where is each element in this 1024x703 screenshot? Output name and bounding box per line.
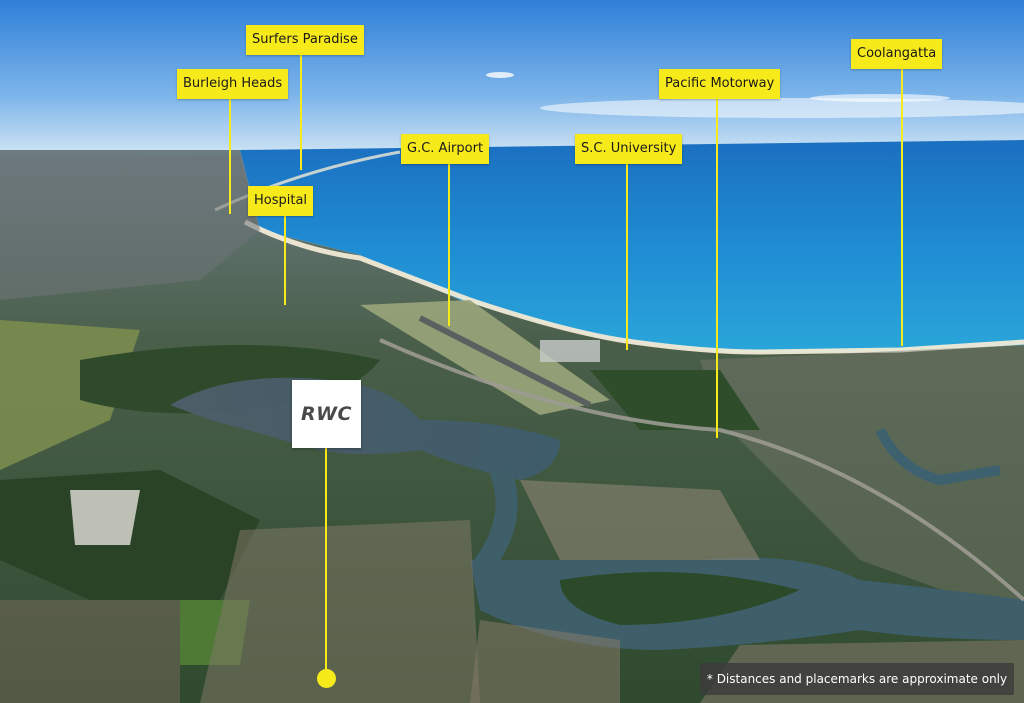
surfers-paradise-leader (300, 53, 302, 170)
burleigh-heads-leader (229, 98, 231, 214)
sc-university-leader (626, 163, 628, 350)
rwc-leader (325, 448, 327, 673)
place-label-sc-university[interactable]: S.C. University (575, 134, 683, 164)
hospital-leader (284, 215, 286, 305)
place-label-coolangatta[interactable]: Coolangatta (851, 39, 943, 69)
rwc-logo-marker[interactable]: RWC (292, 380, 361, 448)
place-label-surfers-paradise[interactable]: Surfers Paradise (246, 25, 364, 55)
disclaimer-note: * Distances and placemarks are approxima… (700, 663, 1014, 695)
pacific-motorway-leader (716, 98, 718, 438)
location-pin-icon[interactable] (317, 669, 336, 688)
coolangatta-leader (901, 68, 903, 346)
place-label-burleigh-heads[interactable]: Burleigh Heads (177, 69, 289, 99)
rwc-logo-text: RWC (300, 403, 353, 425)
place-label-hospital[interactable]: Hospital (248, 186, 314, 216)
place-label-gc-airport[interactable]: G.C. Airport (401, 134, 490, 164)
gc-airport-leader (448, 163, 450, 326)
place-label-pacific-motorway[interactable]: Pacific Motorway (659, 69, 781, 99)
